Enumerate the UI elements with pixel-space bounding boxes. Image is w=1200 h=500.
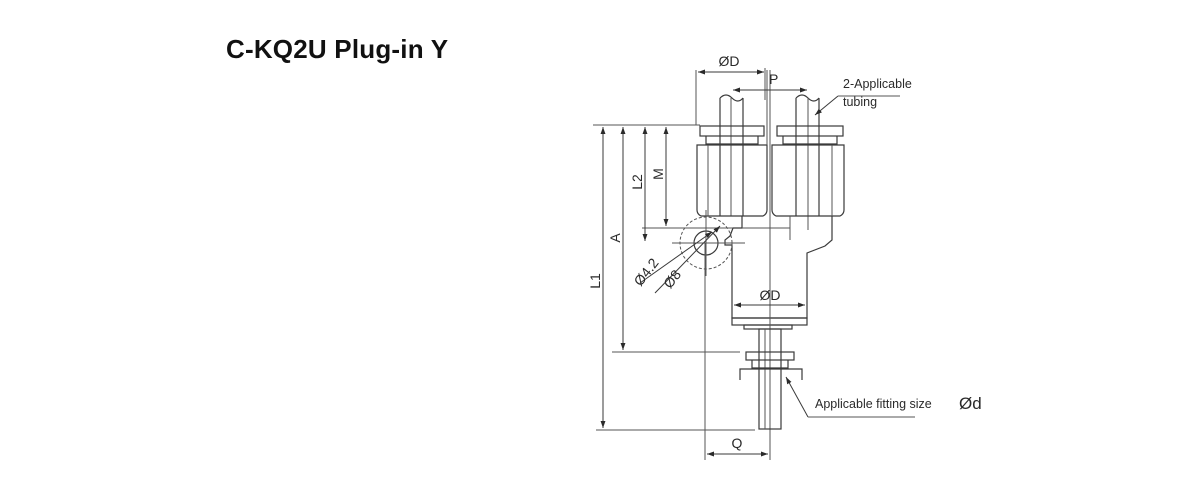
dim-q-label: Q xyxy=(732,435,743,451)
dim-p-label: P xyxy=(769,71,778,87)
tubing-callout-line1: 2-Applicable xyxy=(843,77,912,91)
left-release-collar xyxy=(699,125,765,145)
dim-a-label: A xyxy=(607,233,623,243)
fitting-callout-text: Applicable fitting size xyxy=(815,397,932,411)
right-body xyxy=(771,144,845,217)
right-tubing xyxy=(795,94,820,230)
tubing-callout-line2: tubing xyxy=(843,95,877,109)
right-release-collar xyxy=(776,125,844,145)
fitting-callout-symbol: Ød xyxy=(959,394,982,413)
left-tubing xyxy=(719,94,744,216)
mounting-hole xyxy=(672,210,745,276)
hole-leaders xyxy=(639,225,721,294)
dim-m-label: M xyxy=(650,168,666,180)
hole-outer-label: Ø8 xyxy=(660,266,684,291)
dim-od-top xyxy=(695,68,766,125)
dim-od-top-label: ØD xyxy=(719,53,740,69)
fitting-leader xyxy=(785,376,915,418)
left-body xyxy=(696,144,768,217)
dim-od-body-label: ØD xyxy=(760,287,781,303)
plug-in-stem xyxy=(739,328,803,430)
dim-q xyxy=(704,243,771,460)
dim-l2-label: L2 xyxy=(629,174,645,190)
page-title: C-KQ2U Plug-in Y xyxy=(226,34,449,64)
lower-body xyxy=(724,216,833,330)
dim-l1-label: L1 xyxy=(587,273,603,289)
hole-inner-label: Ø4.2 xyxy=(630,255,661,289)
tubing-leader xyxy=(814,95,900,116)
